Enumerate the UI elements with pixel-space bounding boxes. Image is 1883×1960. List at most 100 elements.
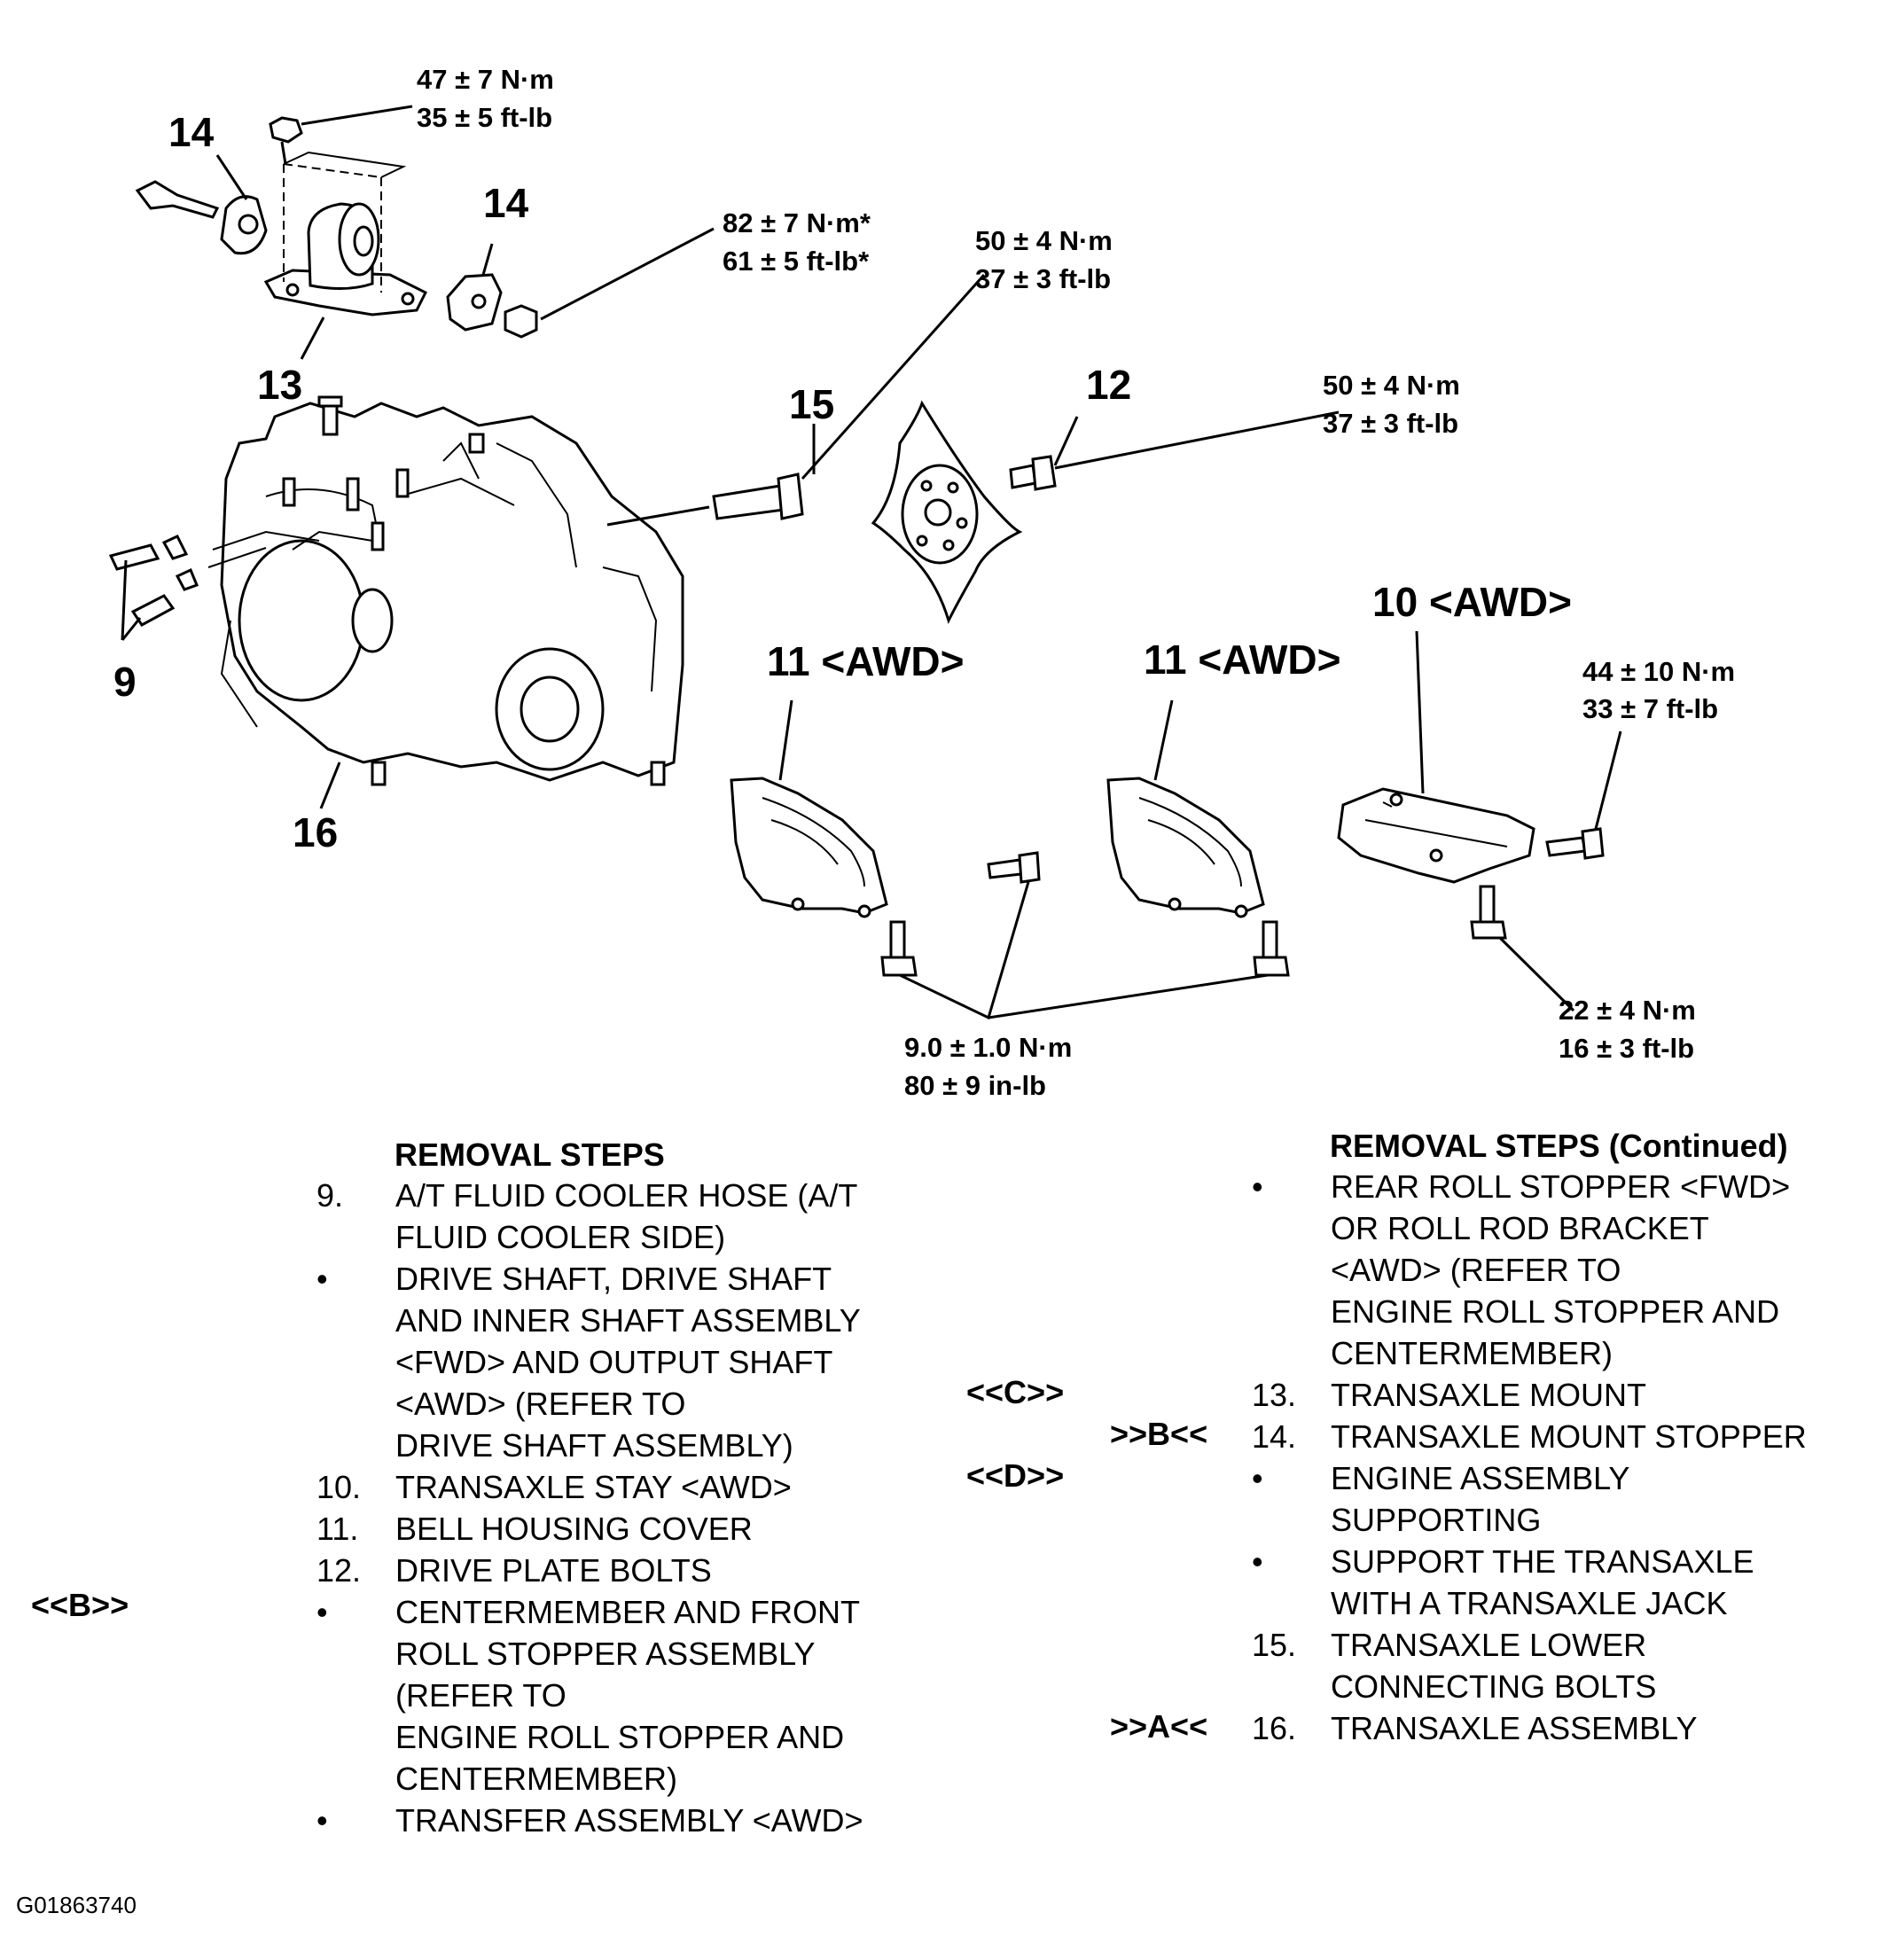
step-text: <AWD> (REFER TO [395,1386,686,1422]
step-tag: >>A<< [1110,1708,1208,1745]
step-row: DRIVE SHAFT ASSEMBLY) [316,1425,937,1466]
step-text: ENGINE ROLL STOPPER AND [1331,1293,1780,1330]
torque-spec-ftlb: 35 ± 5 ft-lb [417,102,552,133]
step-number: 14. [1252,1418,1297,1455]
stay-bolt [1470,827,1605,940]
stopper-bolt-left [135,180,268,255]
transaxle-stay [1337,787,1535,884]
step-row: AND INNER SHAFT ASSEMBLY [316,1300,937,1341]
callout-14-left: 14 [168,109,215,155]
step-row: OR ROLL ROD BRACKET [1252,1207,1872,1249]
step-row: FLUID COOLER SIDE) [316,1216,937,1258]
lower-connecting-bolt [606,472,804,527]
step-row: 11.BELL HOUSING COVER [316,1508,937,1550]
step-text: TRANSAXLE MOUNT STOPPER [1331,1418,1807,1455]
step-number: • [316,1802,328,1839]
step-row: 14. TRANSAXLE MOUNT STOPPER [1252,1416,1872,1457]
step-text: TRANSFER ASSEMBLY <AWD> [395,1802,863,1839]
step-text: DRIVE SHAFT, DRIVE SHAFT [395,1261,832,1297]
step-number: • [1252,1168,1263,1205]
cover-bolts [880,851,1290,977]
step-number: 9. [316,1177,344,1214]
torque-spec-nm: 22 ± 4 N·m [1559,995,1696,1026]
step-text: OR ROLL ROD BRACKET [1331,1210,1709,1246]
step-row: <AWD> (REFER TO [1252,1249,1872,1291]
step-row: ROLL STOPPER ASSEMBLY [316,1633,937,1675]
step-text: TRANSAXLE ASSEMBLY [1331,1710,1698,1746]
torque-spec-ftlb: 37 ± 3 ft-lb [975,263,1111,294]
exploded-diagram: 14 14 13 15 12 9 16 11 <AWD> 11 <AWD> 10… [108,64,1735,1101]
callout-11-left: 11 <AWD> [767,638,964,684]
step-text: TRANSAXLE LOWER [1331,1627,1647,1663]
step-number: 11. [316,1511,359,1547]
mount-nut [269,116,303,165]
step-text: ENGINE ASSEMBLY [1331,1460,1630,1496]
step-row: 16.TRANSAXLE ASSEMBLY [1252,1707,1872,1749]
step-number: • [1252,1543,1263,1580]
step-row: SUPPORTING [1252,1499,1872,1541]
step-number: 15. [1252,1627,1297,1663]
step-text: AND INNER SHAFT ASSEMBLY [395,1302,861,1339]
figure-id: G01863740 [16,1892,137,1918]
step-number: 13. [1252,1377,1297,1413]
torque-spec-ftlb: 16 ± 3 ft-lb [1559,1033,1694,1064]
step-text: <FWD> AND OUTPUT SHAFT [395,1344,833,1380]
step-text: SUPPORTING [1331,1502,1542,1538]
transaxle-mount [263,151,428,316]
step-row: CENTERMEMBER) [1252,1332,1872,1374]
step-row: • TRANSFER ASSEMBLY <AWD> [316,1800,937,1841]
torque-spec-nm: 44 ± 10 N·m [1582,656,1735,687]
step-row: 10. TRANSAXLE STAY <AWD> [316,1466,937,1508]
torque-spec-ftlb: 37 ± 3 ft-lb [1323,408,1458,439]
torque-spec-nm: 9.0 ± 1.0 N·m [904,1032,1072,1063]
removal-steps-continued-list: • REAR ROLL STOPPER <FWD> OR ROLL ROD BRAC… [1252,1166,1872,1749]
step-row: • DRIVE SHAFT, DRIVE SHAFT [316,1258,937,1300]
step-row: 15. TRANSAXLE LOWER [1252,1624,1872,1666]
step-text: TRANSAXLE STAY <AWD> [395,1469,792,1505]
callout-13: 13 [257,362,302,408]
callout-9: 9 [113,659,137,705]
step-row: •CENTERMEMBER AND FRONT [316,1591,937,1633]
step-row: (REFER TO [316,1675,937,1716]
step-text: CONNECTING BOLTS [1331,1668,1657,1705]
torque-spec-ftlb: 33 ± 7 ft-lb [1582,693,1718,724]
callout-12: 12 [1086,362,1131,408]
step-number: • [316,1261,328,1297]
step-text: DRIVE SHAFT ASSEMBLY) [395,1427,793,1464]
step-text: CENTERMEMBER) [1331,1335,1613,1371]
torque-spec-nm: 47 ± 7 N·m [417,64,554,95]
step-row: • SUPPORT THE TRANSAXLE [1252,1541,1872,1582]
leader-lines [121,105,1622,1020]
torque-spec-inlb: 80 ± 9 in-lb [904,1070,1046,1101]
step-tag: >>B<< [1110,1416,1208,1452]
torque-spec-nm: 50 ± 4 N·m [975,225,1113,256]
step-number: • [316,1594,328,1630]
step-row: <FWD> AND OUTPUT SHAFT [316,1341,937,1383]
drive-plate [871,400,1023,625]
step-text: CENTERMEMBER) [395,1761,678,1797]
bell-housing-cover-right [1106,777,1265,918]
torque-spec-nm: 50 ± 4 N·m [1323,370,1460,401]
step-number: 10. [316,1469,362,1505]
step-text: WITH A TRANSAXLE JACK [1331,1585,1728,1621]
stopper-right [446,273,538,339]
step-tag: <<B>> [31,1587,129,1623]
torque-spec-ftlb: 61 ± 5 ft-lb* [723,246,870,277]
step-row: 9.A/T FLUID COOLER HOSE (A/T [316,1175,937,1216]
callout-15: 15 [789,381,834,427]
step-row: CENTERMEMBER) [316,1758,937,1800]
step-number: • [1252,1460,1263,1496]
bell-housing-cover-left [730,777,888,918]
callout-16: 16 [293,809,338,855]
step-row: • REAR ROLL STOPPER <FWD> [1252,1166,1872,1207]
torque-spec-nm: 82 ± 7 N·m* [723,207,871,238]
step-text: REAR ROLL STOPPER <FWD> [1331,1168,1791,1205]
callout-11-right: 11 <AWD> [1144,636,1340,683]
transaxle-assembly [207,395,684,786]
step-text: TRANSAXLE MOUNT [1331,1377,1647,1413]
step-text: FLUID COOLER SIDE) [395,1219,726,1255]
step-text: <AWD> (REFER TO [1331,1252,1621,1288]
step-row: ENGINE ROLL STOPPER AND [1252,1291,1872,1332]
step-text: SUPPORT THE TRANSAXLE [1331,1543,1754,1580]
